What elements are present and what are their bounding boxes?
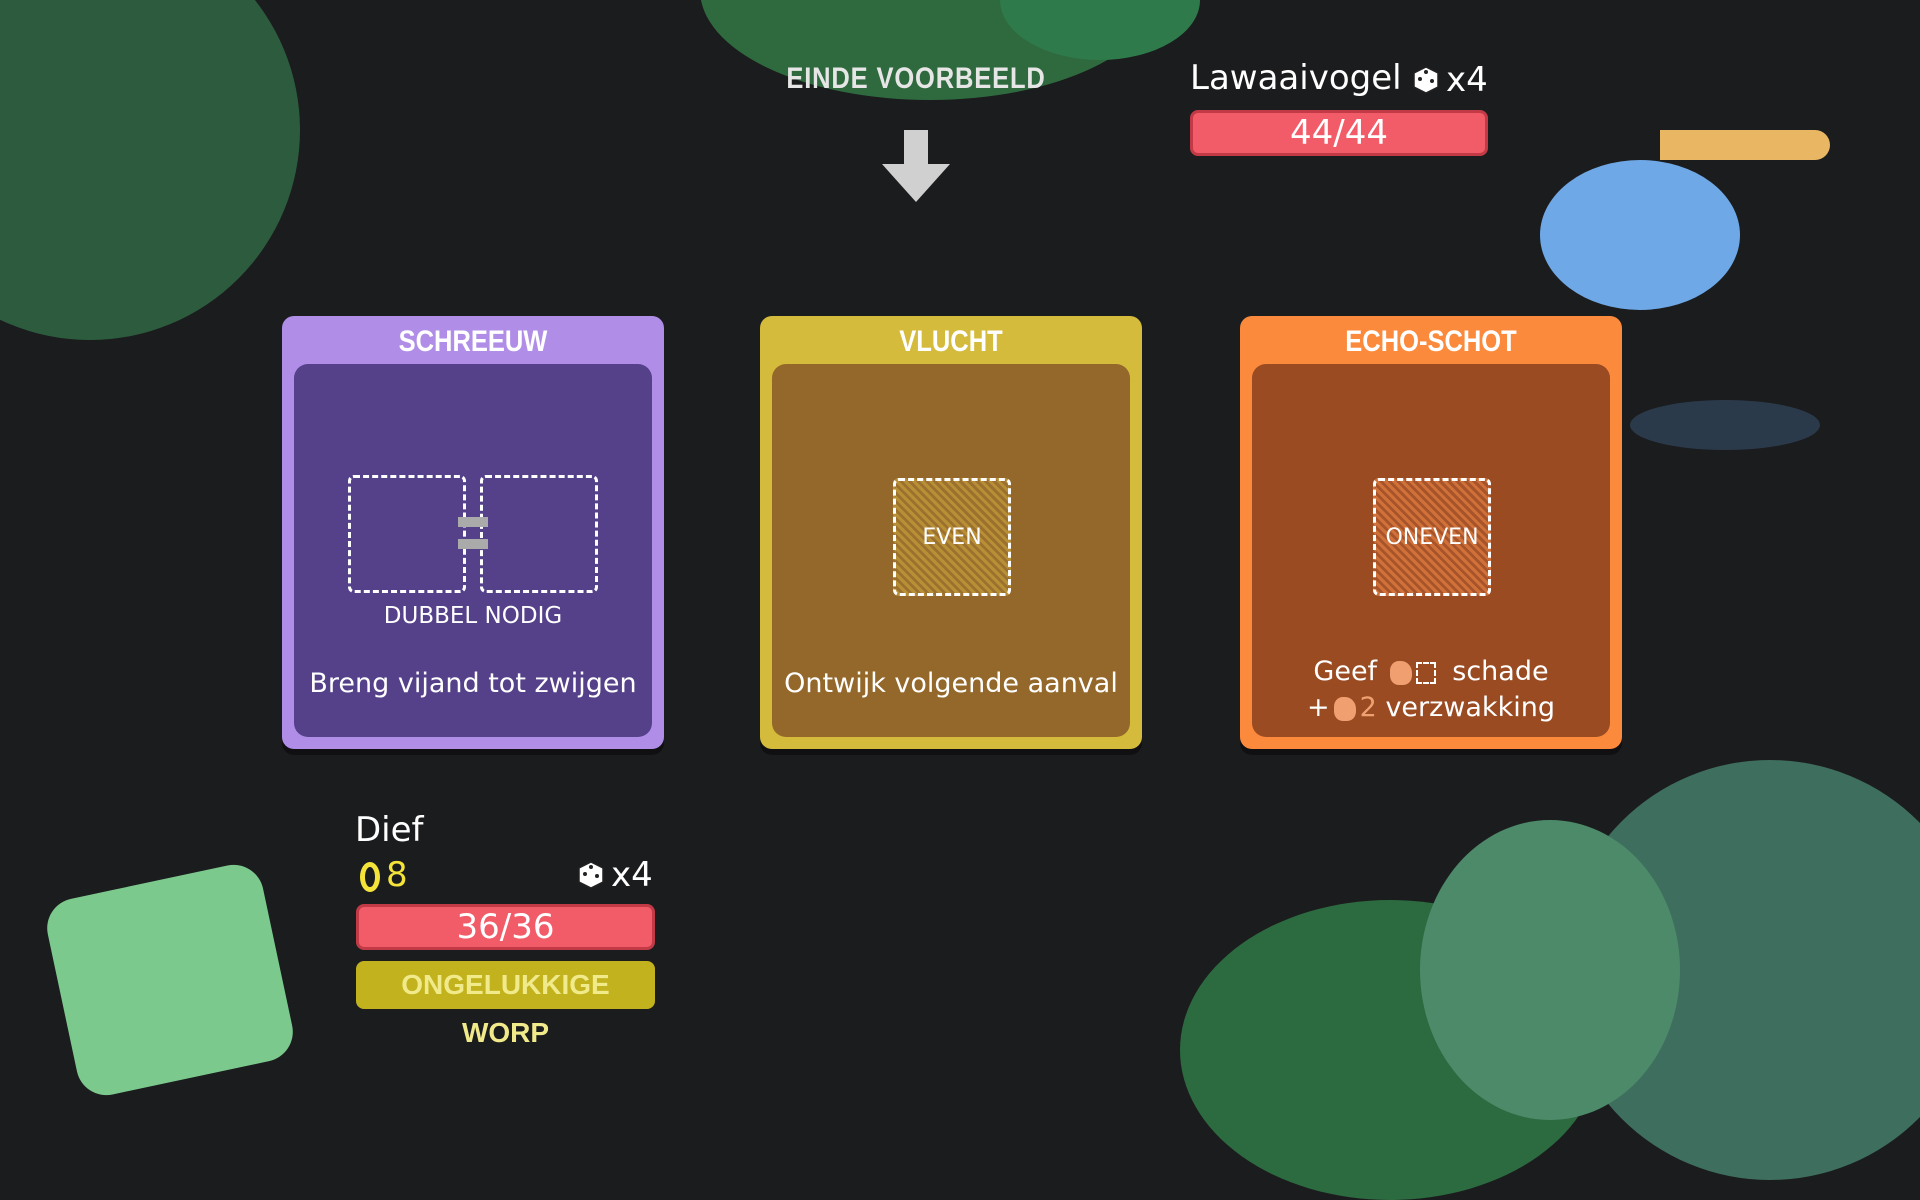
arrow-down-icon bbox=[882, 130, 950, 202]
player-name: Dief bbox=[355, 810, 424, 850]
enemy-name: Lawaaivogel bbox=[1190, 58, 1402, 98]
slot-label: EVEN bbox=[922, 524, 982, 550]
player-health-bar: 36/36 bbox=[356, 904, 655, 950]
dice-slot-odd[interactable]: ONEVEN bbox=[1373, 478, 1491, 596]
enemy-dice-count: x4 bbox=[1410, 60, 1488, 100]
slot-label: ONEVEN bbox=[1385, 524, 1479, 550]
card-description: Ontwijk volgende aanval bbox=[784, 668, 1118, 699]
enemy-health-bar: 44/44 bbox=[1190, 110, 1488, 156]
card-title: ECHO-SCHOT bbox=[1345, 325, 1517, 358]
action-card-echo-schot[interactable]: ECHO-SCHOT ONEVEN Geef schade +2 verzwak… bbox=[1240, 316, 1622, 749]
equals-icon bbox=[458, 517, 488, 549]
dice-slot-right[interactable] bbox=[480, 475, 598, 593]
dice-slot-left[interactable] bbox=[348, 475, 466, 593]
card-description: Geef schade +2 verzwakking bbox=[1307, 656, 1555, 723]
damage-icon bbox=[1389, 660, 1412, 685]
card-title: SCHREEUW bbox=[398, 325, 548, 358]
action-card-schreeuw[interactable]: SCHREEUW DUBBEL NODIG Breng vijand tot z… bbox=[282, 316, 664, 749]
card-title: VLUCHT bbox=[899, 325, 1003, 358]
dice-icon bbox=[1413, 66, 1439, 94]
end-preview-title: EINDE VOORBEELD bbox=[786, 62, 1046, 95]
lawaaivogel-creature bbox=[1540, 120, 1830, 320]
action-card-vlucht[interactable]: VLUCHT EVEN Ontwijk volgende aanval bbox=[760, 316, 1142, 749]
player-dice-creature bbox=[41, 859, 299, 1101]
slot-requirement: DUBBEL NODIG bbox=[383, 603, 563, 629]
player-dice-count: x4 bbox=[575, 855, 653, 895]
dice-value-icon bbox=[1415, 661, 1436, 684]
player-status-badge: ONGELUKKIGE WORP bbox=[356, 961, 655, 1048]
player-gold: 8 bbox=[360, 855, 408, 895]
card-description: Breng vijand tot zwijgen bbox=[309, 668, 637, 699]
weaken-icon bbox=[1333, 696, 1356, 721]
dice-slot-even[interactable]: EVEN bbox=[893, 478, 1011, 596]
enemy-dice-count-label: x4 bbox=[1446, 60, 1488, 100]
coin-icon bbox=[360, 861, 380, 892]
dice-icon bbox=[578, 861, 604, 889]
